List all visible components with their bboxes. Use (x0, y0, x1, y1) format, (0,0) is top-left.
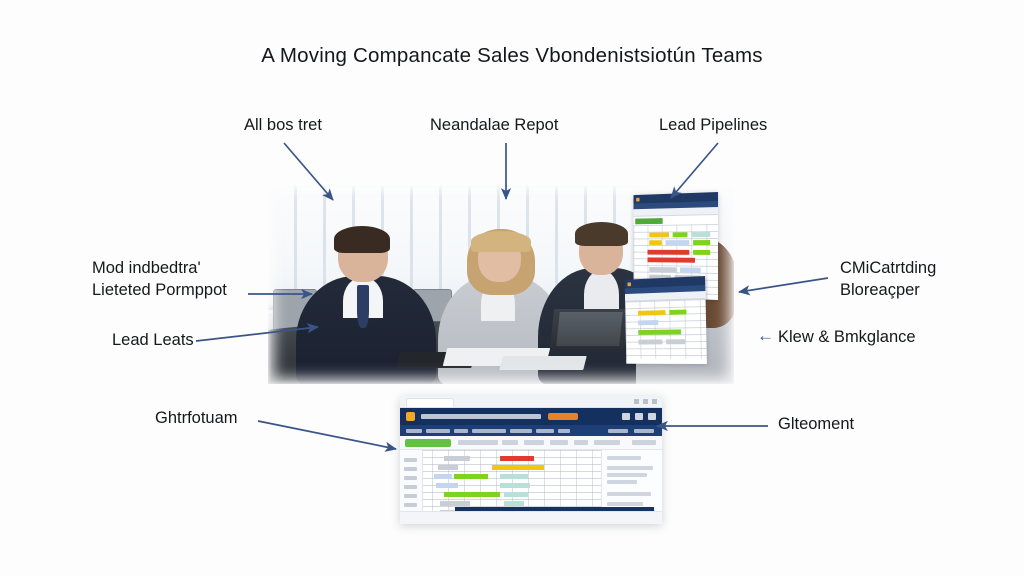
minimize-icon[interactable] (634, 399, 639, 404)
search-icon[interactable] (622, 413, 630, 420)
hair (574, 222, 629, 247)
callout-label-glteoment: Glteoment (778, 415, 855, 433)
callout-label-cmicatrtding: CMiCatrtding Bloreaçper (840, 259, 937, 299)
app-header (400, 408, 662, 425)
window-ribbon[interactable] (633, 207, 718, 217)
laptop-screen (556, 311, 623, 346)
spreadsheet-screen[interactable] (624, 276, 707, 365)
primary-action-button[interactable] (635, 218, 663, 225)
necktie (357, 285, 369, 329)
callout-label-klew-bmkglance: Klew & Bmkglance (778, 328, 916, 346)
bell-icon[interactable] (635, 413, 643, 420)
row-headers[interactable] (400, 450, 423, 524)
app-logo-icon (406, 412, 415, 421)
arrow-cmicatrtding (737, 277, 829, 296)
maximize-icon[interactable] (643, 399, 648, 404)
arrow-ghtrfotuam (257, 420, 397, 452)
hair (333, 226, 390, 253)
callout-label-lead-leats: Lead Leats (112, 331, 194, 349)
laptop (550, 308, 629, 349)
selected-row-highlight (455, 507, 654, 512)
callout-label-all-bos-tret: All bos tret (244, 116, 322, 134)
status-bar (400, 511, 662, 524)
callout-label-lead-pipelines: Lead Pipelines (659, 116, 768, 134)
app-logo-icon (636, 197, 640, 202)
app-toolbar[interactable] (400, 436, 662, 450)
crm-lead-pipeline-window[interactable] (400, 396, 662, 524)
status-badge (548, 413, 578, 420)
avatar[interactable] (648, 413, 656, 420)
dress-shirt (583, 269, 620, 312)
data-grid[interactable] (625, 299, 707, 360)
left-arrow-icon: ← (757, 326, 774, 345)
app-logo-icon (627, 281, 632, 286)
app-title-text (421, 414, 541, 419)
close-icon[interactable] (652, 399, 657, 404)
browser-chrome[interactable] (400, 396, 662, 408)
papers (499, 356, 587, 371)
browser-tab[interactable] (406, 398, 454, 407)
callout-label-ghtrfotuam: Ghtrfotuam (155, 409, 238, 427)
window-controls[interactable] (634, 399, 657, 404)
app-menubar[interactable] (400, 425, 662, 436)
page-title: A Moving Compancate Sales Vbondenistsiot… (261, 44, 763, 67)
header-actions[interactable] (622, 413, 656, 420)
callout-label-neandalae-repot: Neandalae Repot (430, 116, 559, 134)
app-body (400, 450, 662, 524)
new-record-button[interactable] (405, 439, 451, 447)
hair-front (470, 230, 531, 252)
callout-label-mod-indbedtra: Mod indbedtra' Lieteted Pormppot (92, 259, 227, 299)
